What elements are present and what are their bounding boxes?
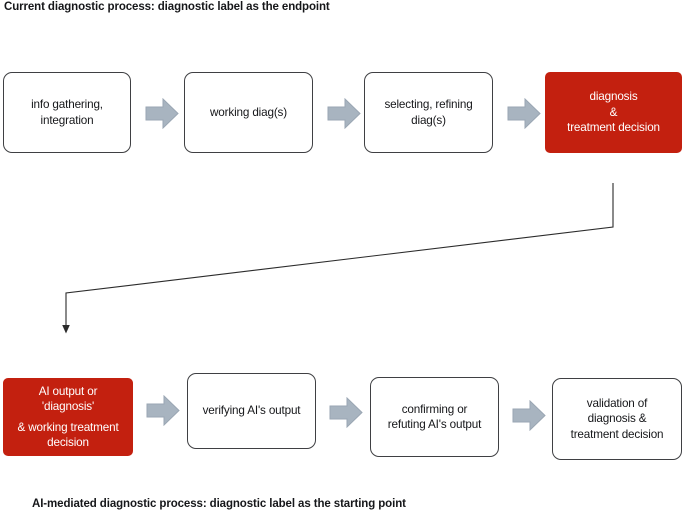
node-line: 'diagnosis' (41, 400, 95, 414)
arrow-right-icon-bottom-3 (512, 400, 546, 431)
node-info-gathering: info gathering, integration (3, 72, 131, 153)
node-line: info gathering, (31, 98, 103, 112)
node-diagnosis-treatment-decision: diagnosis & treatment decision (545, 72, 682, 153)
node-line: AI output or (38, 384, 98, 398)
node-line: & working treatment (17, 420, 119, 434)
arrow-right-icon-bottom-2 (329, 397, 363, 428)
node-verifying-ai-output: verifying AI's output (187, 373, 316, 449)
node-validation-of-diagnosis: validation of diagnosis & treatment deci… (552, 378, 682, 460)
node-line: diag(s) (411, 113, 446, 127)
node-ai-output-diagnosis: AI output or 'diagnosis' & working treat… (3, 378, 133, 456)
arrow-right-icon-top-3 (507, 98, 541, 129)
node-working-diags: working diag(s) (184, 72, 313, 153)
arrow-right-icon-bottom-1 (146, 395, 180, 426)
node-line: decision (47, 435, 89, 449)
node-line: verifying AI's output (202, 404, 301, 418)
node-line: & (609, 105, 618, 119)
node-line: diagnosis & (587, 412, 647, 426)
node-line: validation of (586, 396, 648, 410)
node-line: treatment decision (570, 427, 664, 441)
node-line: treatment decision (567, 121, 660, 135)
node-selecting-refining: selecting, refining diag(s) (364, 72, 493, 153)
node-line: confirming or (401, 402, 468, 416)
arrow-right-icon-top-2 (327, 98, 361, 129)
node-line: diagnosis (589, 90, 638, 104)
node-line: refuting AI's output (387, 418, 482, 431)
top-process-caption: Current diagnostic process: diagnostic l… (4, 1, 330, 13)
node-line: working diag(s) (210, 105, 287, 119)
node-confirming-refuting: confirming or refuting AI's output (370, 377, 499, 457)
node-line: integration (40, 113, 94, 127)
bottom-process-caption: AI-mediated diagnostic process: diagnost… (32, 498, 406, 510)
arrow-right-icon-top-1 (145, 98, 179, 129)
node-line: selecting, refining (384, 98, 473, 112)
